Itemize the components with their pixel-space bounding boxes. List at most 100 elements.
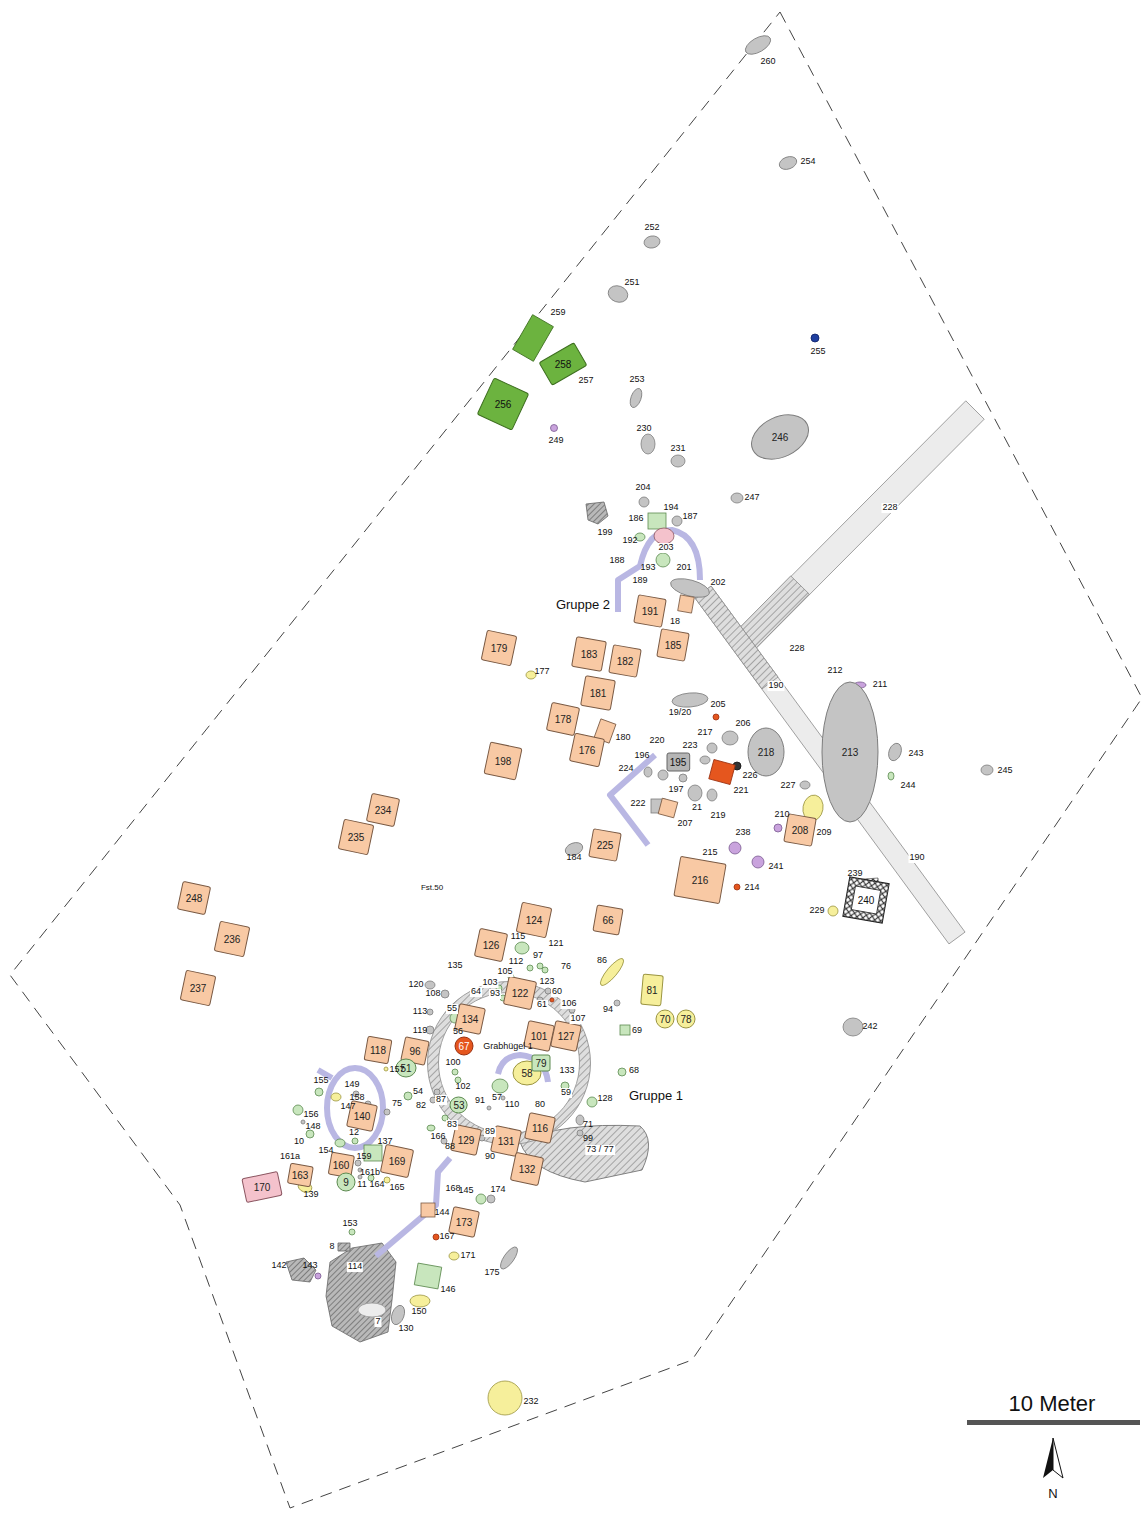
feature-number: 8 <box>328 1242 335 1252</box>
feature-number: 190 <box>908 853 925 863</box>
feature-node: 163 <box>289 1165 312 1185</box>
trench-band <box>695 586 778 689</box>
feature-node: 79 <box>532 1055 550 1071</box>
group-title: Gruppe 1 <box>628 1089 684 1103</box>
feature-number: 207 <box>676 819 693 829</box>
feature-node: 160 <box>330 1154 353 1176</box>
feature-number: 60 <box>551 987 563 997</box>
feature-shape <box>335 1139 345 1147</box>
feature-node: 256 <box>484 384 522 424</box>
feature-shape <box>441 990 449 998</box>
feature-node: 234 <box>369 796 397 824</box>
feature-shape <box>293 1105 303 1115</box>
feature <box>654 528 674 544</box>
hatched-area <box>326 1243 396 1342</box>
feature <box>671 455 685 467</box>
feature-shape <box>677 1010 695 1028</box>
feature <box>774 824 782 832</box>
feature-shape <box>671 691 708 708</box>
feature-shape <box>800 781 810 789</box>
feature-shape <box>426 1026 434 1034</box>
feature-shape <box>634 595 666 627</box>
feature-number: 148 <box>304 1122 321 1132</box>
feature-shape <box>709 759 735 784</box>
feature-number: 219 <box>709 811 726 821</box>
feature <box>410 1295 430 1307</box>
feature-number: 142 <box>270 1261 287 1271</box>
feature-shape <box>551 1021 582 1052</box>
feature-number: 59 <box>560 1088 572 1098</box>
feature-node: 237 <box>183 973 213 1003</box>
feature-shape <box>474 928 507 961</box>
feature-shape <box>569 733 604 767</box>
feature-shape <box>577 1130 583 1136</box>
feature <box>427 1009 433 1015</box>
feature-number: 248 <box>186 893 203 904</box>
feature <box>358 1303 386 1317</box>
feature-number: 81 <box>646 985 657 996</box>
feature <box>981 765 993 775</box>
feature <box>888 772 894 780</box>
feature-number: 202 <box>709 578 726 588</box>
feature-node: 235 <box>341 822 371 852</box>
feature-number: 210 <box>773 810 790 820</box>
feature-number: 188 <box>608 556 625 566</box>
feature-node: 182 <box>611 647 639 675</box>
feature-shape <box>641 434 655 454</box>
feature <box>707 743 717 753</box>
feature-number: 205 <box>709 700 726 710</box>
feature <box>384 1109 390 1115</box>
feature-shape <box>492 1079 508 1093</box>
feature-shape <box>572 637 607 672</box>
feature-node: 170 <box>244 1175 280 1199</box>
feature <box>658 798 678 818</box>
feature-number: 115 <box>510 932 526 942</box>
feature-number: 102 <box>454 1082 471 1092</box>
feature <box>688 785 702 801</box>
feature <box>315 1088 323 1096</box>
feature-number: 184 <box>565 853 582 863</box>
feature-number: 114 <box>347 1262 363 1272</box>
feature-number: 246 <box>772 432 789 443</box>
feature-shape <box>546 702 579 735</box>
feature-shape <box>527 965 533 971</box>
feature-shape <box>384 1177 390 1183</box>
feature-number: 183 <box>581 649 598 660</box>
feature-number: 195 <box>670 757 687 768</box>
feature <box>643 235 661 250</box>
feature-shape <box>656 553 670 567</box>
feature <box>427 1125 435 1131</box>
feature-shape <box>707 743 717 753</box>
feature <box>487 1106 491 1110</box>
feature-number: Grabhügel 1 <box>482 1042 534 1052</box>
feature-shape <box>671 455 685 467</box>
feature-node: 173 <box>451 1209 477 1235</box>
ditch <box>610 755 655 845</box>
feature-number: 178 <box>555 714 572 725</box>
feature-number: 80 <box>534 1100 546 1110</box>
feature-number: 129 <box>458 1135 475 1146</box>
feature-number: 82 <box>415 1101 427 1111</box>
feature-node: 116 <box>527 1115 553 1141</box>
feature <box>306 1130 314 1138</box>
scale-bar <box>967 1420 1140 1425</box>
feature <box>441 990 449 998</box>
feature <box>713 714 719 720</box>
group-title: 10 Meter <box>1008 1392 1097 1416</box>
feature-number: 197 <box>667 785 684 795</box>
feature-shape <box>822 682 878 822</box>
feature-number: 242 <box>861 1022 878 1032</box>
feature-number: 96 <box>409 1046 420 1057</box>
feature <box>301 1120 305 1124</box>
feature-node: 218 <box>748 728 784 776</box>
feature-number: 9 <box>343 1177 349 1188</box>
feature-number: 203 <box>657 543 674 553</box>
feature-number: 127 <box>558 1031 575 1042</box>
feature-number: 230 <box>635 424 652 434</box>
feature-shape <box>315 1088 323 1096</box>
group-title: N <box>1047 1487 1058 1501</box>
feature-number: 132 <box>519 1164 536 1175</box>
feature-shape <box>242 1172 282 1203</box>
feature-shape <box>643 235 661 250</box>
feature-number: 243 <box>907 749 924 759</box>
